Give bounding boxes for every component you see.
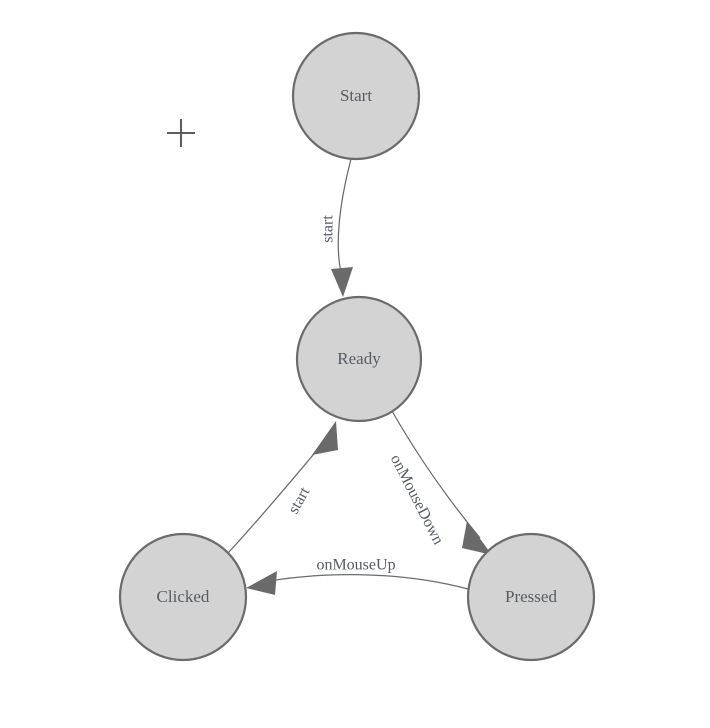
node-pressed-circle[interactable] xyxy=(466,532,596,662)
node-clicked-label: Clicked xyxy=(157,587,210,606)
node-ready-circle[interactable] xyxy=(295,295,423,423)
arrowhead-icon xyxy=(246,571,277,595)
arrowhead-icon xyxy=(312,421,338,455)
node-pressed[interactable]: Pressed xyxy=(466,532,596,662)
node-start-label: Start xyxy=(340,86,372,105)
crosshair-icon xyxy=(167,119,195,147)
node-start[interactable]: Start xyxy=(291,31,421,161)
edge-clicked-to-ready[interactable]: start xyxy=(227,421,338,554)
node-clicked-circle[interactable] xyxy=(118,532,248,662)
edge-start-to-ready[interactable]: start xyxy=(320,158,353,297)
node-clicked[interactable]: Clicked xyxy=(118,532,248,662)
node-start-circle[interactable] xyxy=(291,31,421,161)
edge-label-ready-to-pressed: onMouseDown xyxy=(387,452,447,548)
node-pressed-label: Pressed xyxy=(505,587,557,606)
edge-label-pressed-to-clicked: onMouseUp xyxy=(316,557,395,574)
edge-label-clicked-to-ready: start xyxy=(285,484,313,517)
edge-label-start-to-ready: start xyxy=(320,215,337,243)
edge-ready-to-pressed[interactable]: onMouseDown xyxy=(387,410,492,555)
arrowhead-icon xyxy=(331,267,353,297)
arrowhead-icon xyxy=(462,521,492,555)
node-ready[interactable]: Ready xyxy=(295,295,423,423)
edge-pressed-to-clicked[interactable]: onMouseUp xyxy=(246,557,469,595)
node-ready-label: Ready xyxy=(337,349,381,368)
